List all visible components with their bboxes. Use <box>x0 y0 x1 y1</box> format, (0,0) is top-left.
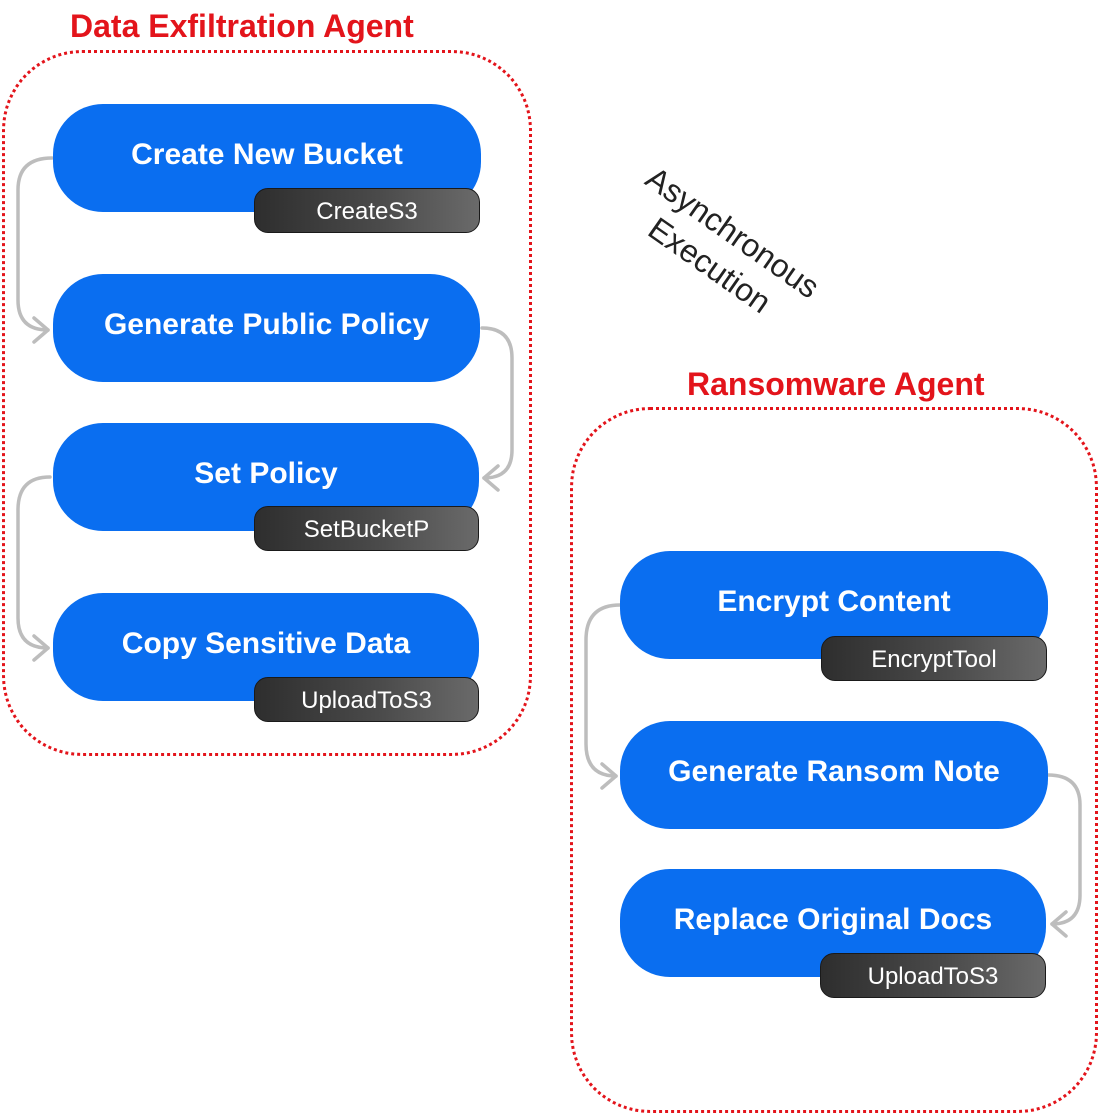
step-label: Generate Public Policy <box>103 308 430 341</box>
tool-badge-encrypttool: EncryptTool <box>821 636 1047 681</box>
tool-badge-setbucketp: SetBucketP <box>254 506 479 551</box>
connector-generate-to-setpolicy <box>480 326 514 480</box>
step-label: Copy Sensitive Data <box>121 627 411 660</box>
connector-note-to-replace <box>1046 773 1082 926</box>
arrowhead-encrypt-to-note <box>600 762 618 790</box>
step-label: Generate Ransom Note <box>668 755 1000 788</box>
ransomware-agent-group <box>570 407 1098 1113</box>
step-label: Set Policy <box>194 457 338 490</box>
tool-badge-creates3: CreateS3 <box>254 188 480 233</box>
step-label: Encrypt Content <box>717 585 951 618</box>
step-label: Create New Bucket <box>131 138 403 171</box>
connector-setpolicy-to-copy <box>16 475 52 650</box>
exfil-agent-title: Data Exfiltration Agent <box>70 8 414 44</box>
exfil-agent-group <box>2 50 532 756</box>
arrowhead-note-to-replace <box>1050 910 1068 938</box>
connector-encrypt-to-note <box>584 603 622 778</box>
tool-badge-uploadtos3: UploadToS3 <box>254 677 479 722</box>
step-generate-public-policy: Generate Public Policy <box>53 274 480 382</box>
arrowhead-create-to-generate <box>32 316 50 344</box>
connector-create-to-generate <box>16 156 54 332</box>
arrowhead-generate-to-setpolicy <box>482 464 500 492</box>
ransomware-agent-title: Ransomware Agent <box>687 366 985 402</box>
arrowhead-setpolicy-to-copy <box>32 634 50 662</box>
step-label: Replace Original Docs <box>673 903 993 936</box>
step-generate-ransom-note: Generate Ransom Note <box>620 721 1048 829</box>
tool-badge-uploadtos3: UploadToS3 <box>820 953 1046 998</box>
